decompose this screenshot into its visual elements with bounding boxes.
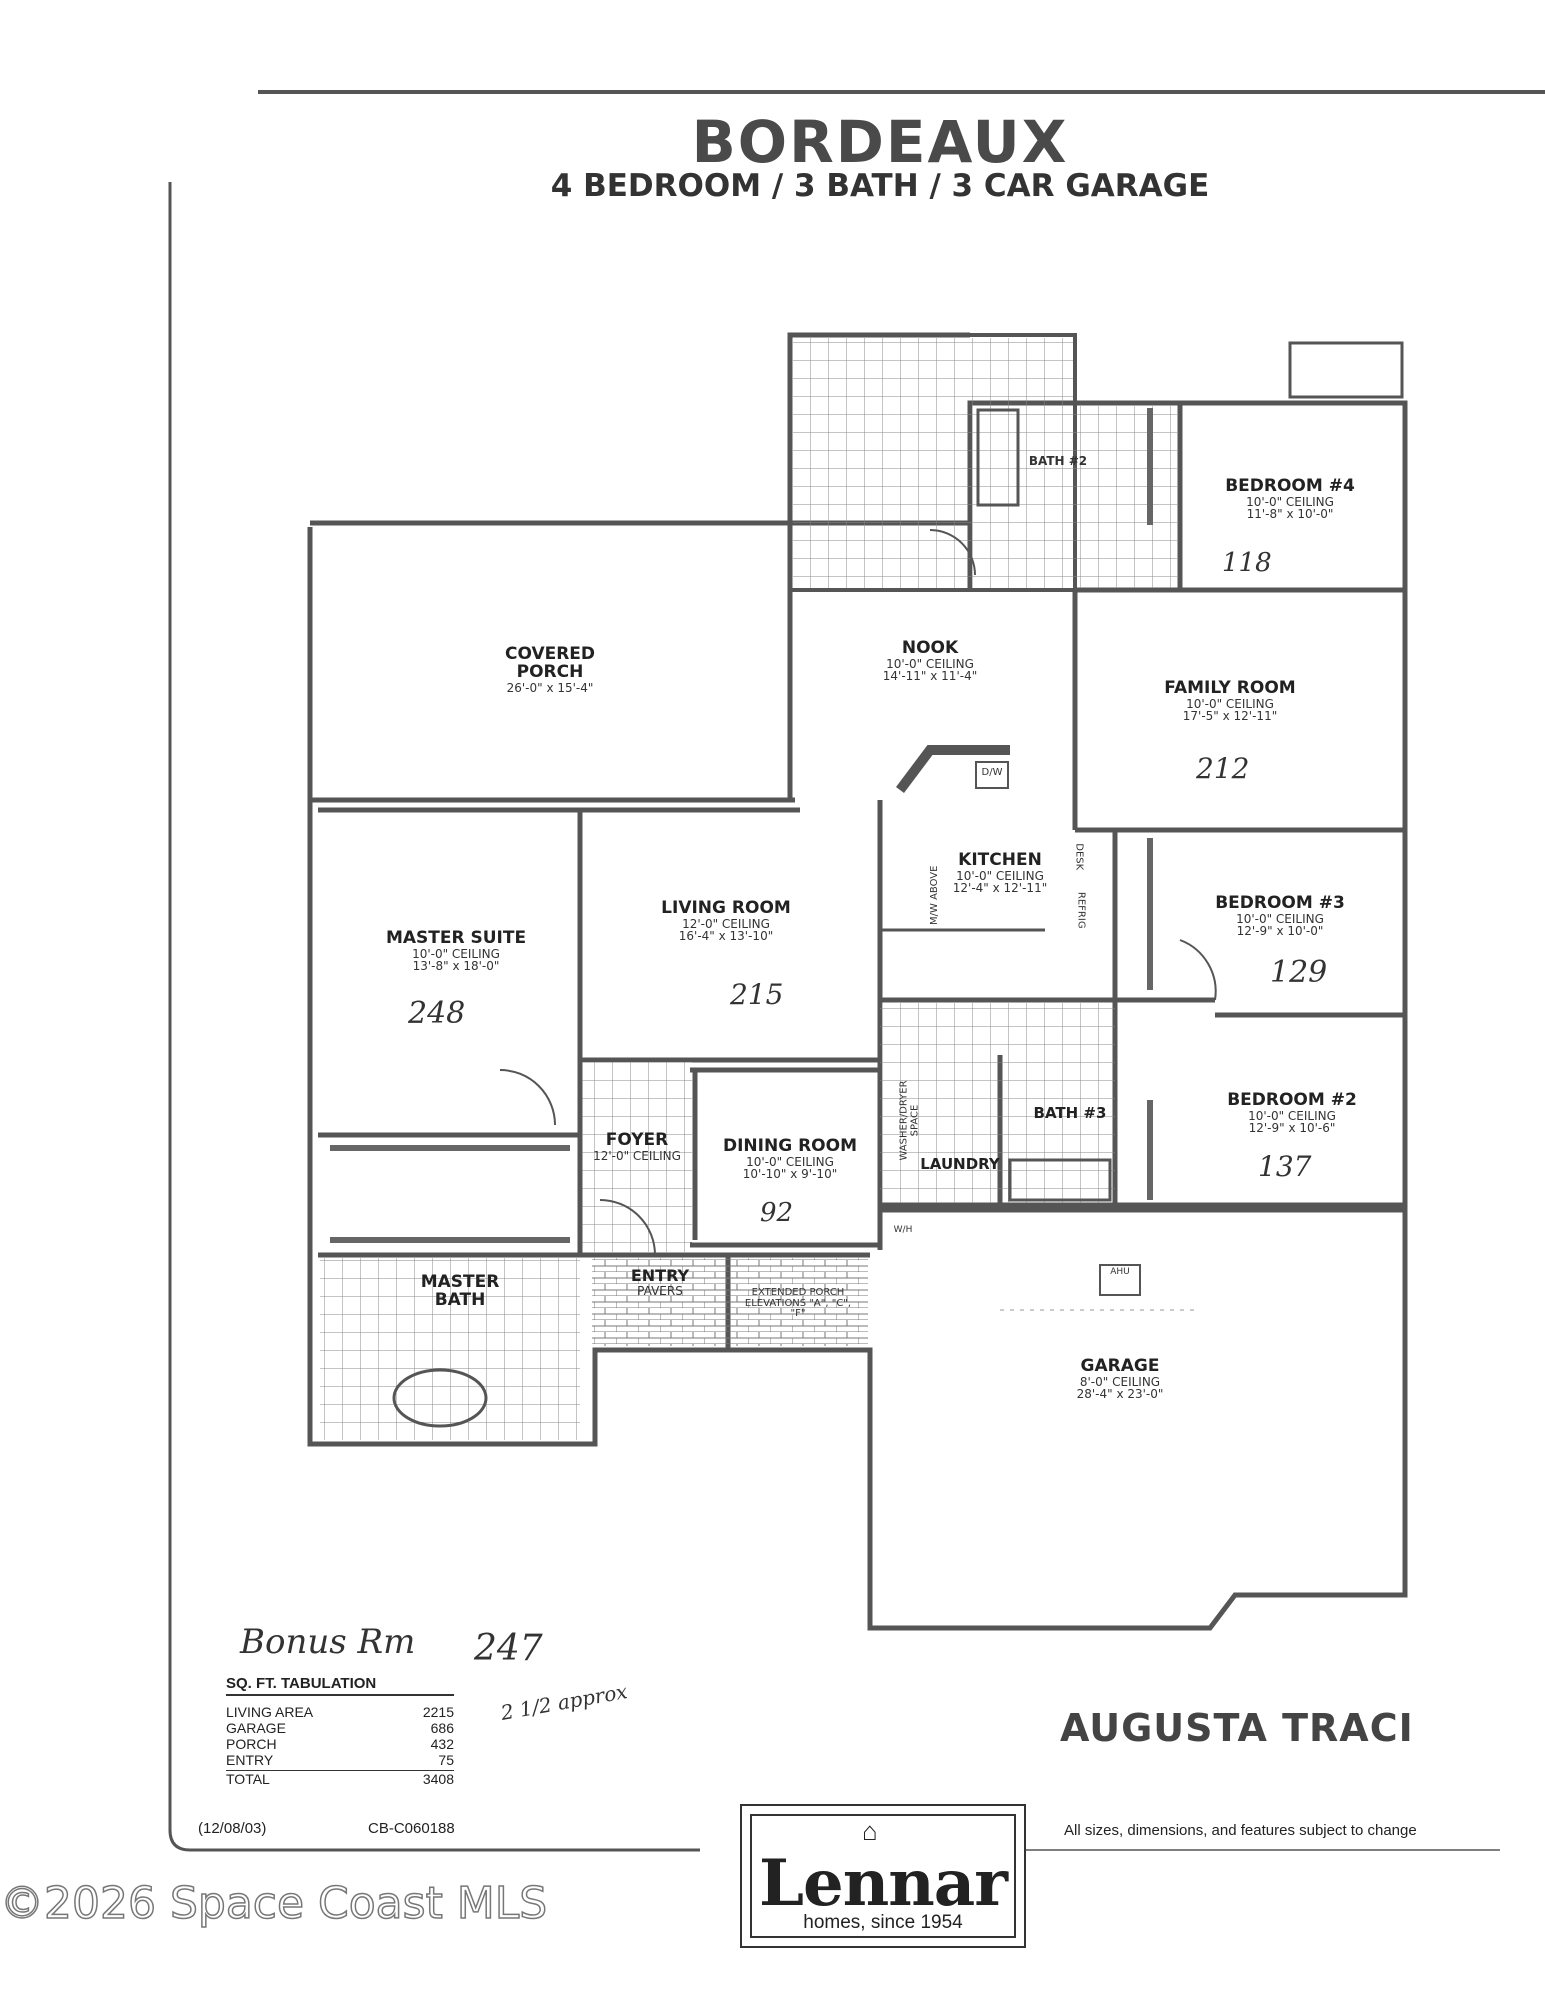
- room-name: LAUNDRY: [920, 1155, 1000, 1173]
- room-name: LIVING ROOM: [661, 898, 791, 918]
- room-bath2: BATH #2: [1018, 455, 1098, 468]
- room-name: KITCHEN: [958, 850, 1042, 870]
- handwritten-bonus-label: Bonus Rm: [240, 1622, 416, 1662]
- mls-watermark: ©2026 Space Coast MLS: [0, 1877, 548, 1930]
- room-dining: DINING ROOM 10'-0" CEILING 10'-10" x 9'-…: [705, 1136, 875, 1182]
- handwritten-dining-room: 92: [760, 1198, 794, 1228]
- room-laundry: LAUNDRY: [910, 1155, 1010, 1173]
- room-name: DINING ROOM: [723, 1136, 857, 1156]
- room-dims: 26'-0" x 15'-4": [506, 680, 594, 695]
- room-name: NOOK: [901, 638, 959, 658]
- room-garage: GARAGE 8'-0" CEILING 28'-4" x 23'-0": [1020, 1356, 1220, 1402]
- plan-subtitle: 4 BEDROOM / 3 BATH / 3 CAR GARAGE: [550, 168, 1210, 204]
- room-foyer: FOYER 12'-0" CEILING: [582, 1130, 692, 1163]
- handwritten-bedroom2: 137: [1258, 1150, 1312, 1183]
- room-bath3: BATH #3: [1025, 1104, 1115, 1122]
- room-name: FOYER: [605, 1130, 669, 1150]
- room-name: EXTENDED PORCH ELEVATIONS "A", "C", "F": [744, 1287, 852, 1319]
- room-dims: 12'-4" x 12'-11": [952, 881, 1048, 896]
- room-dims: 11'-8" x 10'-0": [1246, 507, 1334, 522]
- handwritten-living-room: 215: [730, 978, 784, 1011]
- community-name: AUGUSTA TRACI: [1060, 1706, 1414, 1750]
- room-ceiling: 10'-0" CEILING: [412, 946, 500, 961]
- handwritten-bedroom3: 129: [1270, 955, 1328, 990]
- room-name: BATH #3: [1033, 1104, 1107, 1122]
- room-ceiling: 10'-0" CEILING: [886, 656, 974, 671]
- handwritten-family-room: 212: [1196, 752, 1250, 785]
- room-dims: 10'-10" x 9'-10": [742, 1167, 838, 1182]
- room-dims: 17'-5" x 12'-11": [1182, 709, 1278, 724]
- room-ceiling: 10'-0" CEILING: [1236, 911, 1324, 926]
- room-dims: 16'-4" x 13'-10": [678, 929, 774, 944]
- plan-code: CB-C060188: [368, 1820, 455, 1837]
- room-bedroom3: BEDROOM #3 10'-0" CEILING 12'-9" x 10'-0…: [1180, 893, 1380, 939]
- plan-date: (12/08/03): [198, 1820, 267, 1837]
- room-bedroom2: BEDROOM #2 10'-0" CEILING 12'-9" x 10'-6…: [1192, 1090, 1392, 1136]
- room-master-suite: MASTER SUITE 10'-0" CEILING 13'-8" x 18'…: [356, 928, 556, 974]
- room-dims: 14'-11" x 11'-4": [882, 669, 978, 684]
- room-dims: 12'-9" x 10'-6": [1248, 1121, 1336, 1136]
- tabulation-heading: SQ. FT. TABULATION: [226, 1675, 454, 1696]
- room-sub: PAVERS: [637, 1283, 683, 1298]
- room-family: FAMILY ROOM 10'-0" CEILING 17'-5" x 12'-…: [1130, 678, 1330, 724]
- room-name: MASTER SUITE: [385, 928, 527, 948]
- room-ceiling: 10'-0" CEILING: [1246, 494, 1334, 509]
- ahu-label: AHU: [1110, 1267, 1130, 1277]
- room-name: BEDROOM #3: [1215, 893, 1345, 913]
- room-ceiling: 12'-0" CEILING: [593, 1148, 681, 1163]
- room-name: FAMILY ROOM: [1164, 678, 1296, 698]
- room-nook: NOOK 10'-0" CEILING 14'-11" x 11'-4": [830, 638, 1030, 684]
- room-extended-porch: EXTENDED PORCH ELEVATIONS "A", "C", "F": [738, 1287, 858, 1320]
- room-name: BEDROOM #2: [1227, 1090, 1357, 1110]
- room-ceiling: 12'-0" CEILING: [682, 916, 770, 931]
- room-ceiling: 10'-0" CEILING: [1186, 696, 1274, 711]
- washer-dryer-label: WASHER/DRYER SPACE: [898, 1080, 921, 1161]
- room-kitchen: KITCHEN 10'-0" CEILING 12'-4" x 12'-11": [900, 850, 1100, 896]
- room-ceiling: 10'-0" CEILING: [1248, 1108, 1336, 1123]
- house-icon: ⌂: [862, 1816, 878, 1846]
- room-ceiling: 10'-0" CEILING: [956, 868, 1044, 883]
- lennar-logo: ⌂ Lennar homes, since 1954: [740, 1804, 1026, 1948]
- disclaimer: All sizes, dimensions, and features subj…: [1064, 1822, 1417, 1839]
- room-name: BEDROOM #4: [1225, 476, 1355, 496]
- handwritten-bedroom4: 118: [1222, 548, 1272, 578]
- plan-title: BORDEAUX: [691, 108, 1069, 176]
- room-master-bath: MASTER BATH: [400, 1272, 520, 1310]
- room-living: LIVING ROOM 12'-0" CEILING 16'-4" x 13'-…: [626, 898, 826, 944]
- room-ceiling: 8'-0" CEILING: [1079, 1374, 1161, 1389]
- room-name: COVERED PORCH: [504, 644, 596, 682]
- handwritten-master-suite: 248: [408, 996, 466, 1031]
- room-covered-porch: COVERED PORCH 26'-0" x 15'-4": [470, 644, 630, 695]
- room-dims: 13'-8" x 18'-0": [412, 959, 500, 974]
- room-dims: 12'-9" x 10'-0": [1236, 924, 1324, 939]
- logo-word: Lennar: [759, 1846, 1008, 1921]
- desk-label: DESK: [1073, 843, 1085, 871]
- handwritten-bonus-value: 247: [474, 1628, 543, 1669]
- water-heater-label: W/H: [893, 1225, 913, 1235]
- room-bedroom4: BEDROOM #4 10'-0" CEILING 11'-8" x 10'-0…: [1190, 476, 1390, 522]
- room-dims: 28'-4" x 23'-0": [1076, 1387, 1164, 1402]
- microwave-label: M/W ABOVE: [928, 865, 940, 925]
- room-entry: ENTRY PAVERS: [610, 1266, 710, 1298]
- logo-tagline: homes, since 1954: [803, 1912, 963, 1933]
- logo-frame: [750, 1814, 1016, 1938]
- room-name: BATH #2: [1028, 454, 1088, 468]
- room-ceiling: 10'-0" CEILING: [746, 1154, 834, 1169]
- room-name: ENTRY: [630, 1266, 690, 1285]
- room-name: GARAGE: [1080, 1356, 1160, 1376]
- refrigerator-label: REFRIG: [1075, 891, 1087, 929]
- room-name: MASTER BATH: [420, 1272, 500, 1310]
- dishwasher-label: D/W: [981, 767, 1003, 778]
